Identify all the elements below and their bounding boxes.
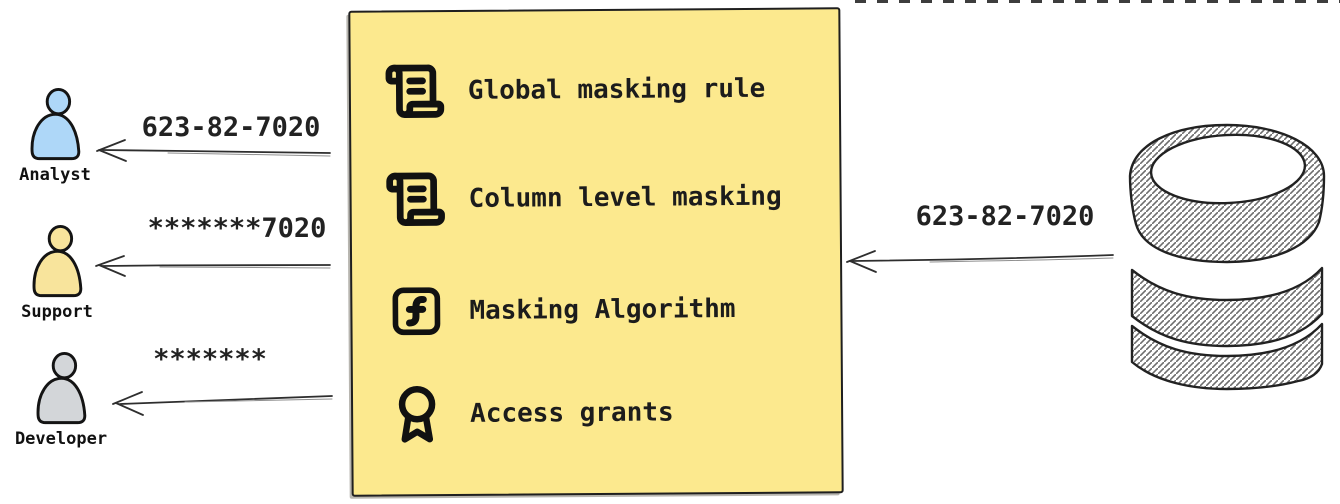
masking-item-global-rule: Global masking rule — [384, 57, 766, 124]
scroll-text-icon — [384, 168, 446, 230]
scroll-text-icon — [384, 60, 446, 122]
developer-person-icon — [36, 351, 87, 425]
analyst-person-icon — [30, 87, 81, 161]
support-received-value: *******7020 — [147, 213, 327, 244]
persona-developer-label: Developer — [14, 429, 108, 449]
masking-item-label: Global masking rule — [467, 73, 766, 106]
persona-analyst-label: Analyst — [19, 165, 91, 185]
masking-item-label: Column level masking — [468, 181, 782, 214]
masking-item-algorithm: Masking Algorithm — [385, 277, 736, 343]
top-dashed-line — [855, 0, 1340, 3]
persona-support-label: Support — [21, 302, 93, 322]
masking-box: Global masking rule Column level masking… — [348, 7, 844, 497]
function-square-icon — [385, 283, 447, 339]
persona-developer: Developer — [6, 350, 116, 449]
masking-item-column-level: Column level masking — [384, 165, 782, 232]
arrow-masking-to-analyst — [96, 139, 331, 162]
masking-item-access-grants: Access grants — [386, 380, 674, 446]
database-outgoing-value: 623-82-7020 — [915, 201, 1095, 232]
arrow-database-to-masking — [846, 250, 1114, 273]
persona-support: Support — [2, 223, 112, 322]
arrow-masking-to-support — [95, 255, 331, 277]
support-person-icon — [32, 224, 83, 298]
analyst-received-value: 623-82-7020 — [141, 112, 321, 143]
masking-item-label: Access grants — [470, 397, 674, 429]
masking-item-label: Masking Algorithm — [469, 294, 736, 326]
persona-analyst: Analyst — [0, 86, 110, 185]
developer-received-value: ******* — [153, 344, 267, 375]
award-icon — [386, 384, 448, 444]
arrow-masking-to-developer — [112, 391, 333, 416]
database-icon — [1128, 123, 1326, 391]
